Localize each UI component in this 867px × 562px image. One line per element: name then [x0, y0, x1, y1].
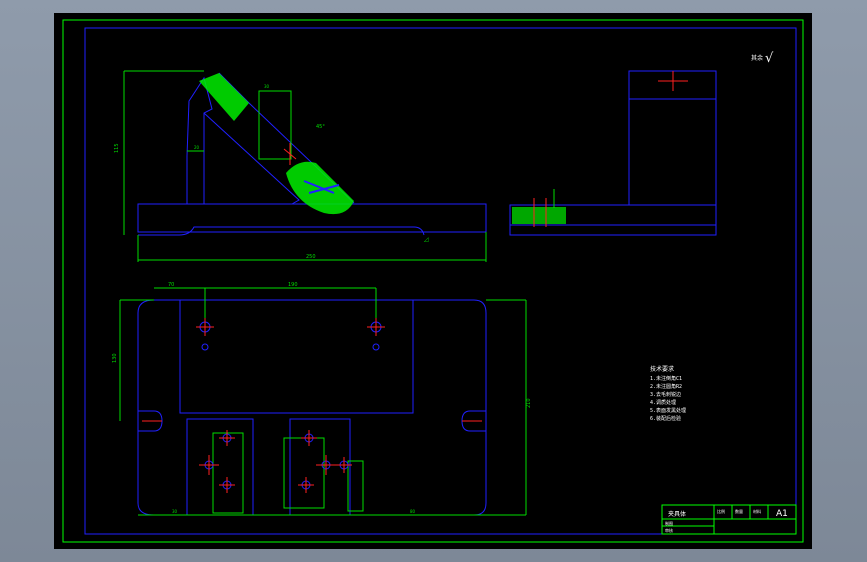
outer-frame — [62, 19, 804, 543]
svg-text:30: 30 — [172, 509, 178, 514]
svg-text:数量: 数量 — [735, 508, 743, 514]
svg-text:技术要求: 技术要求 — [650, 365, 674, 373]
right-view — [509, 70, 717, 236]
plan-raised-block — [179, 299, 414, 414]
svg-text:250: 250 — [306, 254, 316, 260]
svg-text:4.调质处理: 4.调质处理 — [650, 399, 676, 406]
svg-text:其余: 其余 — [751, 54, 763, 62]
base-roughness: ◿ — [424, 236, 429, 243]
svg-text:√: √ — [765, 51, 774, 66]
tech-notes: 技术要求 1.未注倒角C1 2.未注圆角R2 3.去毛刺锐边 4.调质处理 5.… — [650, 365, 686, 422]
plan-outline — [137, 299, 487, 516]
svg-text:1.未注倒角C1: 1.未注倒角C1 — [650, 375, 682, 382]
drawing-canvas: 其余 √ — [62, 19, 804, 543]
arm-lower-edge — [203, 112, 300, 205]
svg-text:30: 30 — [264, 84, 270, 89]
svg-text:70: 70 — [168, 282, 174, 288]
svg-text:夹具体: 夹具体 — [668, 510, 686, 518]
hole-group — [196, 318, 385, 493]
hatched-top — [199, 73, 249, 121]
column-outline — [186, 76, 213, 204]
plan-view: 130 190 70 210 30 80 — [112, 282, 532, 516]
svg-text:材料: 材料 — [753, 508, 761, 514]
svg-text:115: 115 — [114, 143, 120, 153]
detail-box — [258, 90, 292, 160]
side-view: 115 250 20 45° 30 ◿ — [114, 70, 487, 262]
svg-text:20: 20 — [194, 145, 200, 150]
svg-text:80: 80 — [410, 509, 416, 514]
inner-frame — [84, 27, 797, 535]
sub-dim-box-a — [212, 432, 244, 514]
title-block: 夹具体 比例 数量 材料 A1 制图 审核 — [661, 504, 797, 535]
clamp-slots — [303, 180, 340, 194]
right-base — [509, 204, 717, 236]
base-groove-line — [138, 226, 425, 236]
roughness-symbol: 其余 √ — [751, 51, 774, 66]
svg-text:130: 130 — [112, 353, 118, 363]
svg-text:45°: 45° — [316, 124, 325, 130]
drawing-sheet[interactable]: 其余 √ — [54, 13, 812, 549]
sub-dim-box-c — [347, 460, 364, 512]
svg-text:6.装配后检验: 6.装配后检验 — [650, 415, 681, 422]
svg-text:2.未注圆角R2: 2.未注圆角R2 — [650, 383, 682, 390]
svg-text:审核: 审核 — [665, 527, 673, 533]
right-hatch — [512, 207, 566, 224]
svg-text:比例: 比例 — [717, 508, 725, 514]
svg-text:210: 210 — [526, 398, 532, 408]
svg-text:190: 190 — [288, 282, 298, 288]
svg-text:A1: A1 — [776, 509, 788, 519]
base-plate-outline — [137, 203, 487, 233]
svg-text:5.表面发黑处理: 5.表面发黑处理 — [650, 407, 686, 414]
svg-text:制图: 制图 — [665, 520, 673, 526]
svg-text:3.去毛刺锐边: 3.去毛刺锐边 — [650, 391, 681, 398]
upright-block — [628, 70, 717, 206]
